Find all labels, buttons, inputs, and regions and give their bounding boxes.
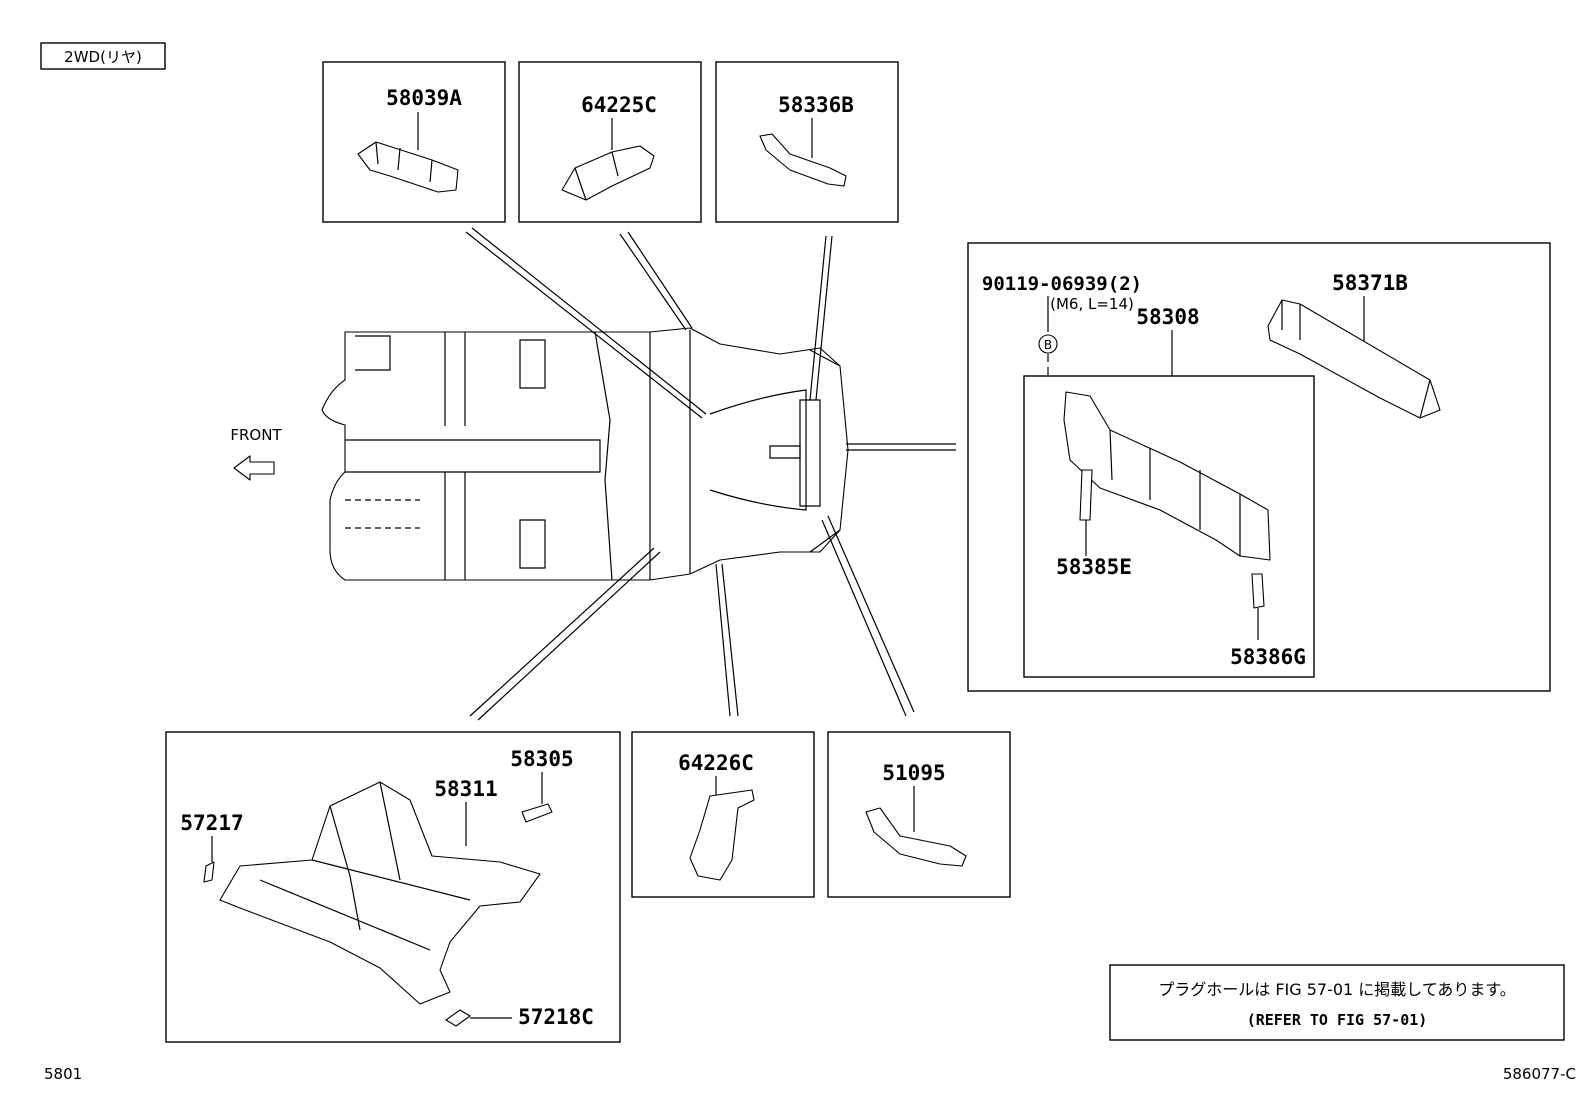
label-57217[interactable]: 57217: [180, 811, 243, 835]
label-58371B[interactable]: 58371B: [1332, 271, 1408, 295]
label-58311[interactable]: 58311: [434, 777, 497, 801]
label-64226C[interactable]: 64226C: [678, 751, 754, 775]
part-58311-detail: [259, 781, 471, 951]
part-64225C: [561, 145, 655, 201]
label-90119-spec: (M6, L=14): [1050, 295, 1134, 313]
part-57217: [203, 861, 215, 883]
variant-label: 2WD(リヤ): [64, 48, 142, 66]
variant-label-box: [40, 42, 166, 70]
box-58039A: [322, 61, 506, 223]
label-64225C[interactable]: 64225C: [581, 93, 657, 117]
label-57218C[interactable]: 57218C: [518, 1005, 594, 1029]
box-64225C: [518, 61, 702, 223]
part-58305: [521, 803, 553, 823]
label-90119[interactable]: 90119-06939(2): [982, 273, 1142, 295]
label-58305[interactable]: 58305: [510, 747, 573, 771]
part-58386G: [1251, 573, 1265, 609]
front-label: FRONT: [230, 426, 282, 444]
page-right-code: 586077-C: [1503, 1065, 1576, 1083]
page-left-code: 5801: [44, 1065, 82, 1083]
bolt-marker-label: B: [1044, 338, 1052, 352]
part-64226C: [689, 789, 755, 881]
part-57218C: [445, 1009, 471, 1027]
vehicle-floor-plan: [321, 327, 849, 581]
box-58336B: [715, 61, 899, 223]
part-51095: [865, 807, 967, 867]
part-58371B-detail: [1281, 300, 1431, 419]
part-58385E: [1079, 469, 1093, 521]
label-58336B[interactable]: 58336B: [778, 93, 854, 117]
box-51095: [827, 731, 1011, 898]
label-58385E[interactable]: 58385E: [1056, 555, 1132, 579]
label-58386G[interactable]: 58386G: [1230, 645, 1306, 669]
part-58039A-detail: [375, 141, 433, 183]
note-line-1: プラグホールは FIG 57-01 に掲載してあります。: [1158, 980, 1516, 999]
part-58308-detail: [1109, 429, 1241, 556]
bolt-marker-icon: [1038, 334, 1058, 354]
note-line-2: (REFER TO FIG 57-01): [1247, 1011, 1428, 1029]
front-arrow-icon: [233, 455, 275, 481]
part-58039A: [357, 141, 459, 193]
part-58308: [1063, 391, 1271, 561]
label-58039A[interactable]: 58039A: [386, 86, 462, 110]
note-box: [1109, 964, 1565, 1041]
part-58371B: [1267, 299, 1441, 419]
label-51095[interactable]: 51095: [882, 761, 945, 785]
part-64225C-detail: [574, 151, 619, 201]
callout-arrows: [465, 227, 956, 721]
label-58308[interactable]: 58308: [1136, 305, 1199, 329]
part-58336B: [759, 133, 847, 187]
